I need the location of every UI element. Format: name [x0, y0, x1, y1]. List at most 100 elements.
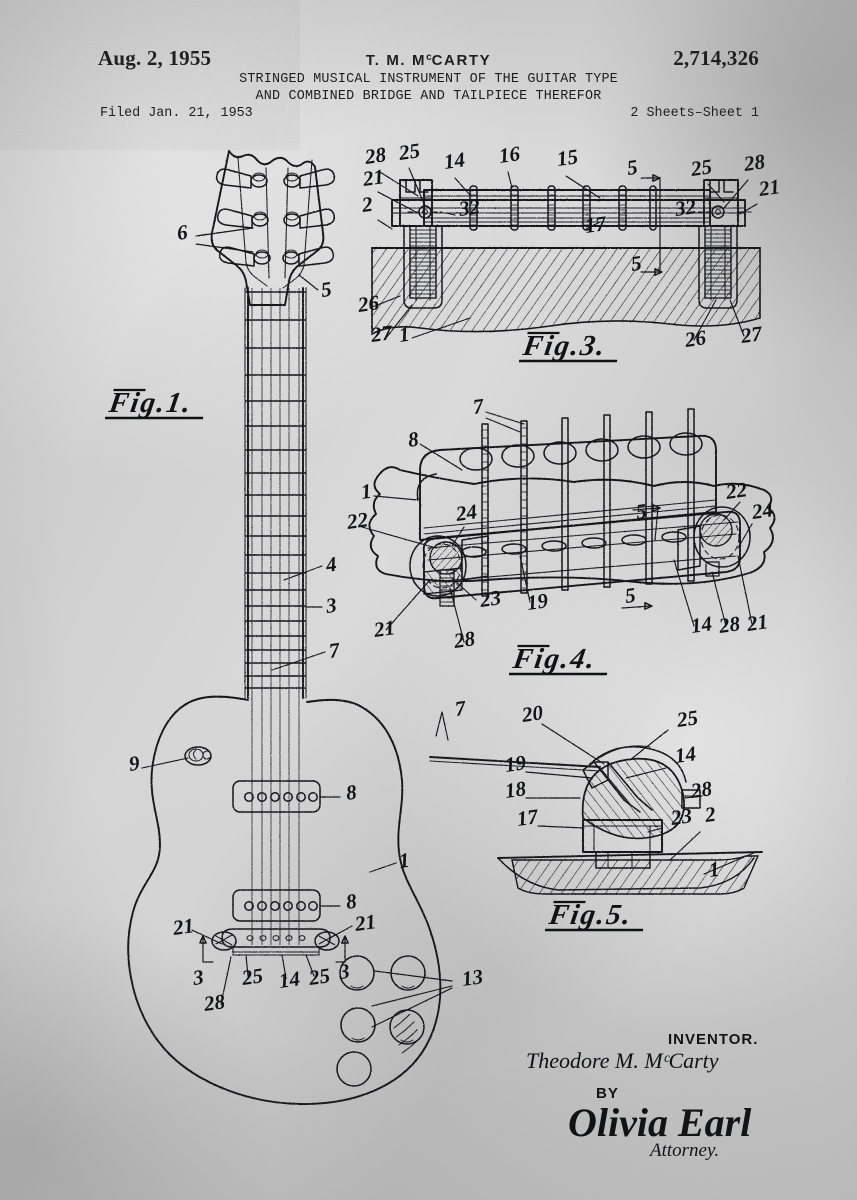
ref-numeral-fig1-7-4: 7: [327, 638, 342, 663]
fig4-section-line-5: [621, 504, 661, 610]
ref-numeral-fig1-8-6: 8: [344, 780, 358, 805]
ref-numeral-fig1-1-7: 1: [397, 848, 411, 873]
tuning-machine-buttons: [215, 168, 336, 267]
ref-numeral-fig3-16-4: 16: [497, 141, 522, 168]
patent-title-line-1: STRINGED MUSICAL INSTRUMENT OF THE GUITA…: [239, 72, 618, 87]
signature-block: INVENTOR. Theodore M. MᶜCarty BY Olivia …: [526, 1031, 758, 1161]
ref-numeral-fig3-27-16: 27: [368, 320, 395, 347]
patent-title-line-2: AND COMBINED BRIDGE AND TAILPIECE THEREF…: [255, 89, 602, 104]
ref-numeral-fig3-26-15: 26: [355, 290, 381, 317]
figure-caption-fig4: Fig.4.: [508, 643, 608, 676]
ref-numeral-fig3-5-14: 5: [629, 251, 643, 276]
ref-numeral-fig1-13-17: 13: [460, 964, 484, 991]
figure-caption-fig1: Fig.1.: [104, 387, 204, 420]
by-label: BY: [596, 1085, 619, 1102]
ref-numeral-fig3-1-17: 1: [397, 322, 411, 347]
figure-caption-text: Fig.1.: [106, 387, 195, 419]
inventor-name-head: T. M. M: [365, 52, 427, 69]
ref-numeral-fig5-7-0: 7: [453, 696, 468, 721]
ref-numeral-fig3-5-6: 5: [625, 155, 639, 180]
ref-numeral-fig3-17-13: 17: [583, 211, 609, 238]
fig4-right-endcap: [677, 506, 751, 577]
figure-caption-fig3: Fig.3.: [518, 330, 618, 363]
figure-caption-text: Fig.5.: [546, 899, 635, 931]
inventor-name-tail: CARTY: [431, 52, 492, 69]
ref-numeral-fig4-5-5: 5: [634, 499, 648, 524]
ref-numeral-fig3-25-7: 25: [688, 154, 713, 181]
pickup-bridge: [232, 889, 321, 922]
ref-numeral-fig5-18-5: 18: [503, 776, 528, 803]
ref-numeral-fig3-15-5: 15: [555, 144, 579, 171]
frets: [245, 291, 306, 689]
fig3-string-windings: [469, 185, 657, 231]
body-section-hatch: [371, 247, 761, 336]
ref-numeral-fig3-32-12: 32: [672, 194, 698, 221]
ref-numeral-fig4-5-10: 5: [623, 583, 637, 608]
attorney-signature: Olivia Earl: [568, 1100, 752, 1145]
ref-numeral-fig4-7-0: 7: [471, 394, 486, 419]
fig3-left-stud: [399, 179, 443, 309]
ref-numeral-fig4-28-12: 28: [451, 626, 477, 653]
attorney-label: Attorney.: [648, 1140, 719, 1161]
fig3-section-line-5: [640, 174, 663, 276]
ref-numeral-fig3-14-3: 14: [442, 147, 466, 174]
ref-numeral-fig3-26-18: 26: [682, 325, 708, 352]
figure-1-guitar: [127, 150, 453, 1105]
fig3-right-stud: [689, 179, 753, 309]
ref-numeral-fig1-4-2: 4: [323, 552, 338, 577]
ref-numeral-fig4-21-15: 21: [744, 609, 769, 636]
tuner-posts: [250, 172, 301, 265]
bridge-tailpiece-assembly: [199, 928, 349, 963]
ref-numeral-fig4-28-14: 28: [716, 611, 742, 638]
figure-caption-text: Fig.4.: [510, 643, 599, 675]
ref-numeral-fig1-21-9: 21: [170, 913, 195, 940]
ref-numeral-fig3-28-8: 28: [741, 149, 767, 176]
figure-caption-layer: Fig.1. Fig.3. Fig.4. Fig.5.: [104, 330, 644, 932]
ref-numeral-fig4-22-6: 22: [723, 477, 749, 504]
fig4-left-endcap: [409, 535, 489, 607]
ref-numeral-fig5-2-9: 2: [702, 802, 717, 827]
inventor-name-sup: c: [426, 52, 432, 63]
ref-numeral-fig3-28-0: 28: [362, 142, 388, 169]
ref-numeral-fig5-14-4: 14: [673, 741, 697, 768]
guitar-body: [127, 695, 442, 1105]
ref-numeral-fig5-28-6: 28: [688, 776, 714, 803]
ref-numeral-fig3-32-11: 32: [456, 194, 482, 221]
fig3-right-thread: [704, 225, 732, 299]
fig4-saddle-notches: [461, 531, 687, 558]
inventor-signature: Theodore M. MᶜCarty: [526, 1048, 719, 1073]
fig4-strings: [481, 408, 695, 597]
figure-3-section: [369, 167, 761, 341]
ref-numeral-fig1-25-14: 25: [306, 963, 331, 990]
control-knobs: [336, 955, 426, 1087]
pickup-neck: [232, 780, 321, 813]
ref-numeral-fig3-2-10: 2: [359, 192, 374, 217]
fig1-leader-lines: [141, 227, 453, 1028]
ref-numeral-fig1-8-8: 8: [344, 889, 358, 914]
ref-numeral-fig4-1-2: 1: [359, 479, 373, 504]
ref-numeral-fig1-25-12: 25: [239, 963, 264, 990]
ref-numeral-fig1-21-10: 21: [352, 909, 377, 936]
figure-4-perspective: [361, 408, 776, 643]
fig4-pickup-poles: [459, 432, 703, 471]
ref-numeral-fig1-28-16: 28: [201, 989, 227, 1016]
ref-numeral-fig5-25-2: 25: [674, 705, 699, 732]
ref-numeral-fig4-23-8: 23: [477, 585, 502, 612]
ref-numeral-fig1-3-3: 3: [323, 593, 338, 618]
toggle-switch-9: [184, 746, 212, 766]
figure-5-end-elevation: [429, 711, 763, 895]
ref-numeral-fig5-23-8: 23: [668, 803, 693, 830]
ref-numeral-fig1-3-11: 3: [190, 965, 205, 990]
fig4-leader-lines: [361, 411, 753, 643]
inventor-label: INVENTOR.: [668, 1031, 758, 1048]
figure-caption-text: Fig.3.: [520, 330, 609, 362]
ref-numeral-fig1-3-15: 3: [336, 959, 351, 984]
patent-number: 2,714,326: [673, 46, 759, 70]
ref-numeral-fig4-21-11: 21: [371, 615, 396, 642]
ref-numeral-fig3-21-2: 21: [360, 164, 385, 191]
ref-numeral-fig5-20-1: 20: [519, 700, 545, 727]
ref-numeral-fig4-22-3: 22: [344, 507, 370, 534]
ref-numeral-fig5-17-7: 17: [515, 804, 541, 831]
